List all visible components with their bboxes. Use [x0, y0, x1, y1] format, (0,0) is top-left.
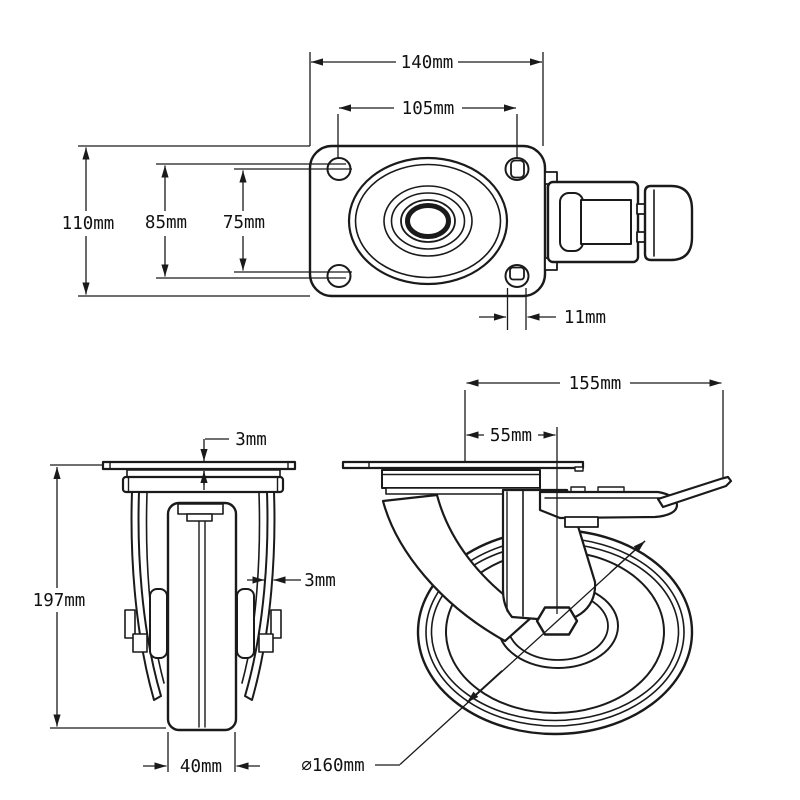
dim-plate-width-label: 140mm — [401, 53, 454, 73]
top-view-extension-lines — [78, 52, 544, 330]
dim-swivel-offset-label: 55mm — [490, 426, 532, 446]
swivel-bearing-rings — [347, 156, 509, 286]
dim-total-height-label: 197mm — [33, 591, 86, 611]
front-view-extension-lines — [50, 464, 236, 772]
front-wheel-tread — [166, 501, 238, 732]
top-view: 140mm 105mm 110mm 85mm 75mm 11mm — [62, 52, 694, 330]
dim-wheel-width-label: 40mm — [180, 757, 222, 777]
side-brake-lever — [656, 475, 733, 509]
front-view: 3mm 197mm 3mm 40mm — [33, 430, 336, 777]
dim-wheel-diameter-label: ⌀160mm — [301, 756, 364, 776]
dim-slot-width-label: 11mm — [564, 308, 606, 328]
top-view-dimension-lines — [82, 58, 556, 321]
front-swivel-head — [121, 475, 285, 494]
dim-plate-depth-label: 110mm — [62, 214, 115, 234]
dim-fork-thickness-label: 3mm — [304, 571, 336, 591]
side-view: 155mm 55mm ⌀160mm — [301, 374, 733, 776]
side-brake-housing — [538, 475, 733, 528]
front-view-dimension-lines — [53, 438, 301, 770]
front-fork — [130, 491, 276, 701]
mounting-plate-outline — [308, 144, 547, 298]
dim-plate-thickness-label: 3mm — [235, 430, 267, 450]
diameter-leader-line — [399, 540, 646, 765]
front-axle-block — [177, 503, 224, 515]
side-swivel-housing — [381, 469, 541, 489]
dim-hole-span-outer-label: 85mm — [145, 213, 187, 233]
dim-hole-span-inner-label: 75mm — [223, 213, 265, 233]
brake-pedal-top — [544, 171, 694, 271]
side-view-dimension-lines — [375, 379, 722, 766]
side-fork-curved-leg — [381, 493, 535, 643]
dim-hole-spacing-x-label: 105mm — [402, 99, 455, 119]
front-hub-caps — [124, 588, 282, 659]
dim-overall-length-label: 155mm — [569, 374, 622, 394]
side-view-extension-lines — [464, 390, 724, 614]
bolt-hole-bottom-left — [326, 264, 352, 288]
bolt-hole-bottom-right — [504, 264, 530, 288]
side-top-plate — [341, 460, 585, 470]
front-top-plate — [101, 460, 297, 471]
